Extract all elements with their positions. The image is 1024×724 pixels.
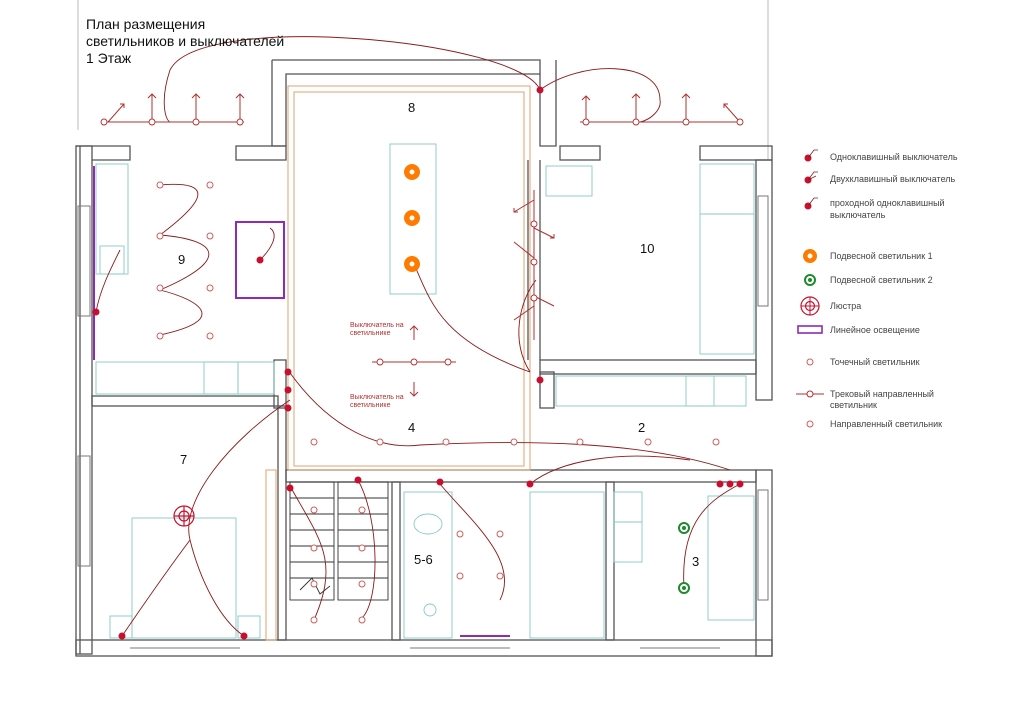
switch-note-upper-line-1: Выключатель на bbox=[350, 322, 404, 329]
legend-track-line-1: Трековый направленный bbox=[830, 389, 934, 399]
legend-chandelier: Люстра bbox=[830, 301, 862, 311]
switch-note-upper-line-2: светильнике bbox=[350, 330, 391, 337]
switch-note-upper: Выключатель на светильнике bbox=[350, 322, 404, 338]
linear-lights bbox=[93, 166, 510, 637]
wires bbox=[95, 36, 741, 637]
chandelier bbox=[173, 505, 195, 527]
legend-spot: Точечный светильник bbox=[830, 357, 920, 367]
furniture bbox=[95, 143, 755, 639]
directional-lights bbox=[100, 118, 744, 366]
legend-directional: Направленный светильник bbox=[830, 419, 943, 429]
staircase bbox=[289, 481, 389, 601]
legend-linear: Линейное освещение bbox=[830, 325, 920, 335]
legend-pendant-1: Подвесной светильник 1 bbox=[830, 251, 933, 261]
room-label-7: 7 bbox=[180, 452, 188, 467]
room-label-9: 9 bbox=[178, 252, 186, 267]
plan-title-line-3: 1 Этаж bbox=[86, 50, 132, 66]
plan-title-line-2: светильников и выключателей bbox=[86, 33, 285, 49]
legend-track-line-2: светильник bbox=[830, 400, 877, 410]
room-label-5-6: 5-6 bbox=[414, 552, 433, 567]
pendant-lights-2 bbox=[678, 522, 690, 594]
room-label-4: 4 bbox=[408, 420, 416, 435]
switch-note-lower-line-1: Выключатель на bbox=[350, 394, 404, 401]
windows bbox=[77, 195, 769, 649]
room-label-8: 8 bbox=[408, 100, 416, 115]
sheet-frame bbox=[77, 0, 769, 160]
room-label-10: 10 bbox=[640, 241, 655, 256]
switch-note-lower: Выключатель на светильнике bbox=[350, 394, 404, 410]
legend-symbols bbox=[796, 149, 824, 428]
plan-title-line-1: План размещения bbox=[86, 16, 206, 32]
switches bbox=[92, 86, 744, 640]
room-label-3: 3 bbox=[692, 554, 700, 569]
switch-note-lower-line-2: светильнике bbox=[350, 402, 391, 409]
legend-passthrough-line-1: проходной одноклавишный bbox=[830, 198, 945, 208]
walls bbox=[75, 59, 773, 657]
legend-passthrough-line-2: выключатель bbox=[830, 210, 886, 220]
ceiling-beams bbox=[265, 85, 531, 641]
legend-pendant-2: Подвесной светильник 2 bbox=[830, 275, 933, 285]
spot-lights bbox=[156, 181, 720, 624]
legend-double-switch: Двухклавишный выключатель bbox=[830, 174, 956, 184]
legend-single-switch: Одноклавишный выключатель bbox=[830, 152, 958, 162]
pendant-lights-1 bbox=[404, 164, 420, 272]
room-label-2: 2 bbox=[638, 420, 646, 435]
